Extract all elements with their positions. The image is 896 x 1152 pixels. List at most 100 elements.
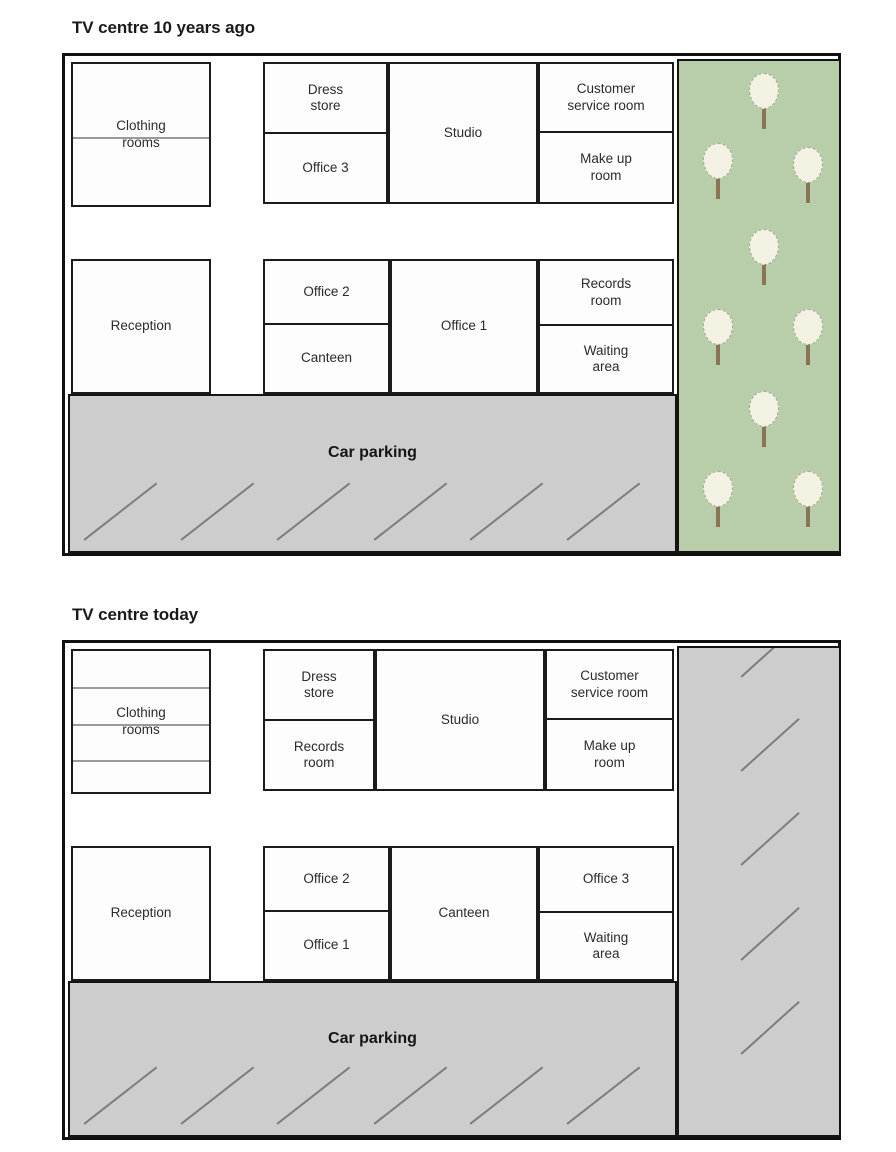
tree-icon [703,309,733,367]
tree-trunk [716,335,720,365]
side-car-parking-area [677,646,841,1137]
room-label-reception: Reception [110,905,172,921]
tree-trunk [762,255,766,285]
tree-canopy [749,391,779,427]
parking-bay-line [373,1066,447,1125]
tree-canopy [793,471,823,507]
tree-trunk [806,335,810,365]
car-parking-area: Car parking [68,394,677,553]
tree-park-area [677,59,841,553]
parking-bay-line [740,906,800,960]
tree-canopy [749,73,779,109]
room-label-canteen: Canteen [300,350,353,366]
tree-icon [749,229,779,287]
room-office-1: Office 1 [390,259,538,394]
clothing-room-partition [73,724,209,726]
room-canteen: Canteen [390,846,538,981]
parking-bay-line [276,482,350,541]
room-office-1: Office 1 [263,910,390,981]
room-label-reception: Reception [110,318,172,334]
tree-trunk [806,173,810,203]
tree-trunk [762,417,766,447]
tree-icon [749,73,779,131]
room-reception: Reception [71,846,211,981]
room-office-3: Office 3 [263,132,388,204]
tree-canopy [793,309,823,345]
parking-bay-line [276,1066,350,1125]
room-label-office-2: Office 2 [303,283,350,299]
parking-bay-line [740,648,800,678]
room-label-studio: Studio [440,711,480,727]
room-office-3: Office 3 [538,846,674,913]
room-label-canteen: Canteen [438,905,490,921]
room-label-office-1: Office 1 [440,318,488,334]
plan-title-today: TV centre today [72,605,199,624]
tree-trunk [716,497,720,527]
clothing-room-partition [73,137,209,139]
parking-bay-line [566,482,640,541]
room-label-studio: Studio [443,124,483,140]
parking-bay-line [469,1066,543,1125]
parking-bay-line [180,1066,254,1125]
room-office-2: Office 2 [263,846,390,912]
tree-canopy [703,471,733,507]
plan-title-past: TV centre 10 years ago [72,18,256,37]
tree-trunk [806,497,810,527]
room-office-2: Office 2 [263,259,390,325]
parking-bay-line [566,1066,640,1125]
tree-icon [749,391,779,449]
tree-icon [793,471,823,529]
tree-canopy [749,229,779,265]
parking-bay-line [740,1000,800,1055]
tree-icon [793,147,823,205]
parking-bay-line [469,482,543,541]
room-label-office-3: Office 3 [582,871,630,887]
room-reception: Reception [71,259,211,394]
parking-bay-line [83,1066,157,1125]
room-studio: Studio [375,649,545,791]
clothing-room-partition [73,760,209,762]
tree-icon [793,309,823,367]
tree-icon [703,143,733,201]
room-label-office-2: Office 2 [303,870,350,886]
parking-bay-line [740,812,800,866]
room-canteen: Canteen [263,323,390,394]
parking-bay-line [373,482,447,541]
room-label-office-3: Office 3 [302,159,349,175]
room-label-office-1: Office 1 [303,937,350,953]
parking-bay-line [180,482,254,541]
tree-canopy [793,147,823,183]
tree-canopy [703,143,733,179]
car-parking-label: Car parking [328,1030,417,1047]
car-parking-area: Car parking [68,981,677,1137]
parking-bay-line [83,482,157,541]
car-parking-label: Car parking [328,444,417,461]
parking-bay-line [740,718,800,772]
clothing-room-partition [73,687,209,689]
tree-trunk [716,169,720,199]
